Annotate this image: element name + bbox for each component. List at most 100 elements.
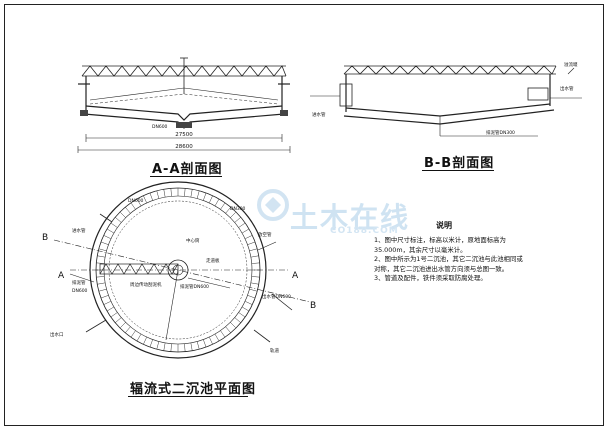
plan-section-mark-a-left: A <box>58 271 65 281</box>
launder-tick <box>238 312 246 318</box>
plan-section-mark-b-right: B <box>310 301 316 311</box>
aa-hatch <box>80 110 288 128</box>
launder-tick <box>214 198 220 207</box>
notes-line: 对称，其它二沉池进出水管方向须与总图一致。 <box>374 264 509 273</box>
bb-pipes <box>310 67 582 137</box>
title-section-aa: A-A剖面图 <box>152 162 223 177</box>
launder-tick <box>97 282 106 285</box>
launder-tick <box>103 235 112 239</box>
launder-tick <box>119 211 126 218</box>
launder-tick <box>130 202 136 210</box>
plan-walkway-label: 走道板 <box>206 257 220 264</box>
plan-drawing: A A B B 进水管 排泥管 DN600 走道板 周边传动刮泥机 排泥管DN6… <box>42 181 316 359</box>
launder-tick <box>125 326 131 333</box>
plan-section-mark-a-right: A <box>292 271 299 281</box>
watermark-logo-icon <box>257 189 289 221</box>
launder-tick <box>247 241 256 245</box>
notes-line: 3、管道及配件，铁件须采取防腐处理。 <box>374 274 487 282</box>
launder-tick <box>230 322 237 329</box>
bb-inlet-label: 进水管 <box>312 111 326 118</box>
plan-sludge-left-label: 排泥管 <box>72 279 86 286</box>
launder-tick <box>156 341 160 350</box>
launder-tick <box>163 189 166 198</box>
launder-tick <box>184 343 186 352</box>
plan-scraper-label: 周边传动刮泥机 <box>130 281 162 288</box>
title-section-bb-underline <box>422 170 494 171</box>
launder-tick <box>251 262 260 264</box>
launder-tick <box>136 333 142 342</box>
launder-tick <box>156 190 160 199</box>
plan-rail-label: 轨道 <box>270 347 279 354</box>
launder-tick <box>247 295 256 299</box>
plan-outlet-label: 出水管DN600 <box>262 293 291 300</box>
notes-block: 1、图中尺寸标注，标高以米计，原地面标高为 35.000m，其余尺寸以毫米计。 … <box>374 236 554 284</box>
launder-tick <box>110 222 118 228</box>
section-bb-drawing: 进水管 出水管 排泥管DN300 溢流堰 <box>310 61 582 137</box>
launder-tick <box>130 330 136 338</box>
bb-sludge-label: 排泥管DN300 <box>486 129 515 136</box>
launder-tick <box>203 192 207 201</box>
launder-tick <box>103 301 112 305</box>
launder-tick <box>203 339 207 348</box>
launder-tick <box>106 306 115 312</box>
watermark-text: 土木在线 <box>290 201 411 234</box>
launder-tick <box>106 228 115 234</box>
launder-tick <box>115 217 122 223</box>
plan-dn-top: DN600 <box>128 198 144 204</box>
bb-outlet-label: 出水管 <box>560 85 574 92</box>
launder-tick <box>190 342 193 351</box>
aa-dimensions <box>77 134 291 153</box>
launder-tick <box>100 295 109 299</box>
launder-tick <box>234 317 241 323</box>
launder-tick <box>100 241 109 245</box>
plan-sludge-label: 排泥管DN600 <box>180 283 209 290</box>
plan-center-well-label: 中心筒 <box>186 237 200 244</box>
launder-tick <box>234 217 241 223</box>
launder-tick <box>184 188 186 197</box>
launder-tick <box>110 312 118 318</box>
aa-dim-outer: 28600 <box>175 144 193 150</box>
bb-weir-label: 溢流堰 <box>564 61 578 68</box>
launder-tick <box>149 192 153 201</box>
launder-tick <box>97 255 106 258</box>
launder-tick <box>163 342 166 351</box>
launder-tick <box>170 343 172 352</box>
plan-section-mark-b-left: B <box>42 233 48 243</box>
launder-tick <box>241 306 250 312</box>
plan-pipes <box>85 213 293 343</box>
aa-dim-inner: 27500 <box>175 132 193 138</box>
bb-tank <box>339 74 555 125</box>
launder-tick <box>196 341 200 350</box>
launder-tick <box>249 248 258 252</box>
plan-radial-ticks <box>96 188 260 352</box>
launder-tick <box>190 189 193 198</box>
launder-tick <box>96 276 105 278</box>
plan-inlet-label: 进水管 <box>72 227 86 234</box>
launder-tick <box>241 228 250 234</box>
launder-tick <box>170 188 172 197</box>
launder-tick <box>96 262 105 264</box>
launder-tick <box>115 317 122 323</box>
launder-tick <box>149 339 153 348</box>
launder-tick <box>238 222 246 228</box>
title-section-bb: B-B剖面图 <box>424 156 495 171</box>
launder-tick <box>125 207 131 214</box>
launder-tick <box>98 288 107 292</box>
launder-tick <box>143 195 147 204</box>
plan-walkway <box>99 263 179 275</box>
launder-tick <box>119 322 126 329</box>
launder-tick <box>209 336 213 345</box>
launder-tick <box>136 198 142 207</box>
plan-sludge-left-dn: DN600 <box>72 288 88 294</box>
bb-truss <box>343 65 557 75</box>
plan-drain-label: 放空管 <box>258 231 272 238</box>
launder-tick <box>98 248 107 252</box>
title-plan: 辐流式二沉池平面图 <box>130 382 257 397</box>
aa-label-left: DN600 <box>152 124 168 130</box>
launder-tick <box>230 211 237 218</box>
launder-tick <box>209 195 213 204</box>
plan-overflow-label: 出水口 <box>50 331 64 338</box>
title-plan-underline <box>128 396 248 397</box>
notes-line: 35.000m，其余尺寸以毫米计。 <box>374 245 467 254</box>
